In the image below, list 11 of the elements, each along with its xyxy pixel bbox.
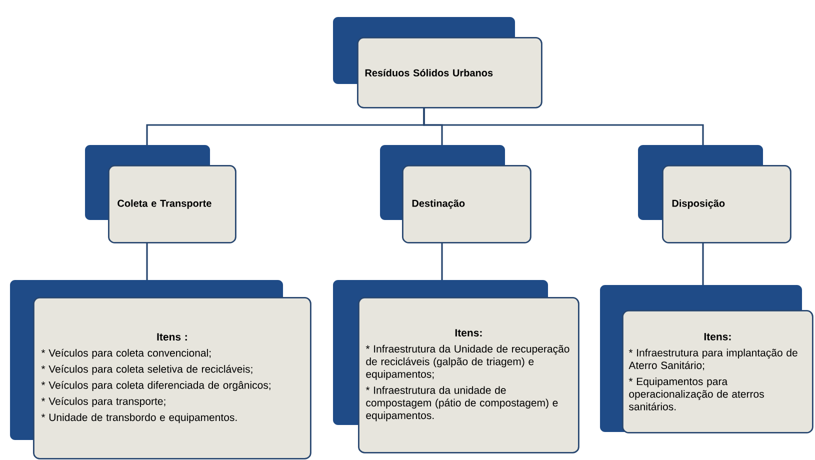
stacked-box: Itens: * Infraestrutura da Unidade de recuperação de recicláveis (galpão de triagem) e equipamentos; * Infraestrutura da unidade de compostagem (pátio de compostagem) e equipamentos. bbox=[333, 280, 580, 454]
stacked-box: Itens: * Infraestrutura para implantação de Aterro Sanitário; * Equipamentos para operacionalização de aterros sanitários. bbox=[600, 285, 814, 434]
connector-line bbox=[702, 242, 704, 285]
stacked-box: Disposição bbox=[638, 145, 792, 244]
stacked-box: Resíduos Sólidos Urbanos bbox=[333, 17, 542, 108]
stacked-box: Coleta e Transporte bbox=[85, 145, 236, 244]
stacked-box: Destinação bbox=[380, 145, 532, 244]
stacked-box: Itens : * Veículos para coleta convencional; * Veículos para coleta seletiva de recicláveis; * Veículos para coleta diferenciada de orgânicos; * Veículos para transporte; * Unidade de transbordo e equipamentos. bbox=[10, 280, 312, 460]
connector-line bbox=[423, 107, 704, 145]
connector-line bbox=[146, 242, 148, 280]
connector-line bbox=[441, 242, 443, 280]
